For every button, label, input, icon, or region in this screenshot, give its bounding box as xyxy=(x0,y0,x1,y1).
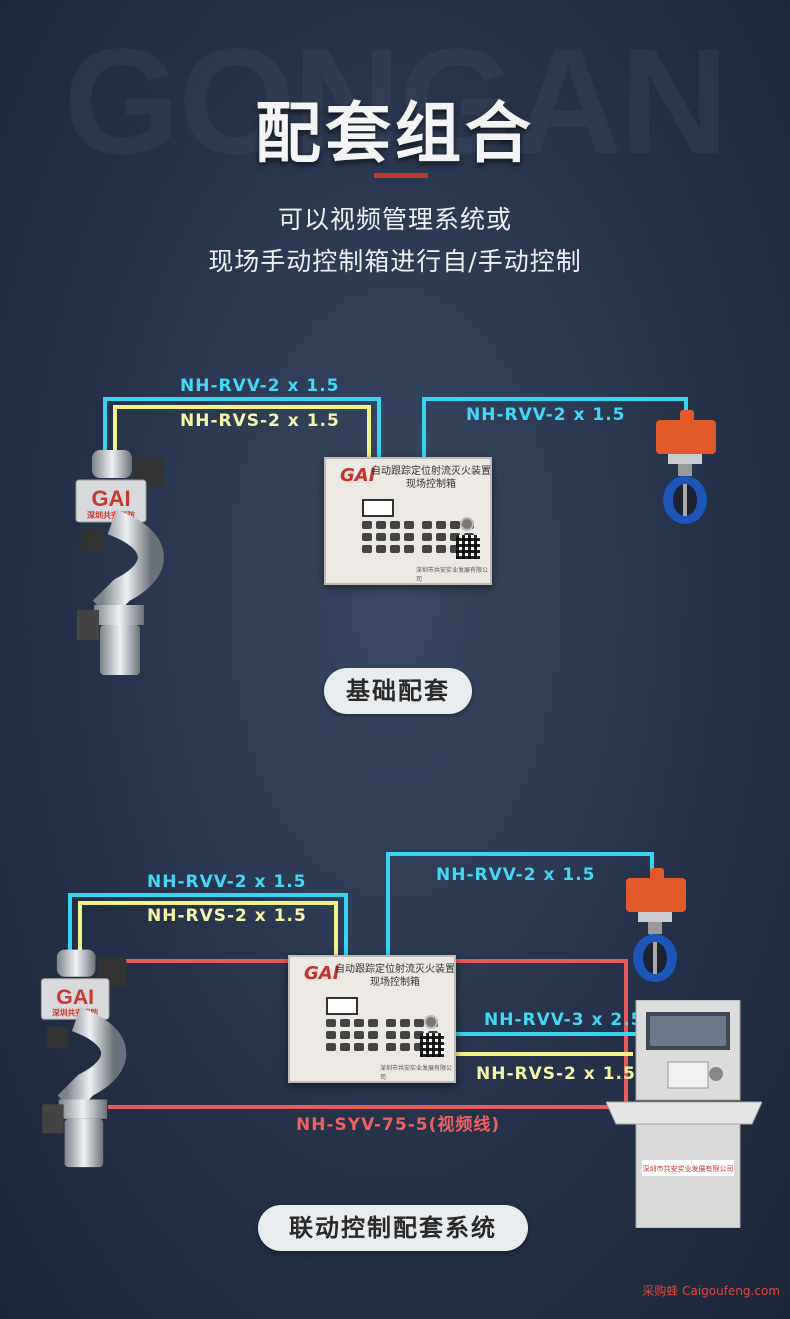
cabinet-company: 深圳市共安实业发展有限公司 xyxy=(643,1164,734,1173)
title-underline xyxy=(374,173,428,178)
caption-basic: 基础配套 xyxy=(324,668,472,714)
panel-keypad-left xyxy=(362,521,414,553)
panel-keypad-left xyxy=(326,1019,378,1051)
control-box-icon: GAI 自动跟踪定位射流灭火装置现场控制箱 深圳市共安实业发展有限公司 xyxy=(324,457,492,585)
label2-rvs: NH-RVS-2 x 1.5 xyxy=(147,906,307,926)
panel-company: 深圳市共安实业发展有限公司 xyxy=(380,1065,453,1081)
subtitle-line-1: 可以视频管理系统或 xyxy=(277,205,512,234)
wire2-rvv-cabinet xyxy=(455,1032,643,1036)
wire2-rvs xyxy=(78,901,338,959)
label2-video: NH-SYV-75-5(视频线) xyxy=(296,1115,501,1135)
label2-rvv-cabinet: NH-RVV-3 x 2.5 xyxy=(484,1010,644,1030)
water-cannon-icon: GAI 深圳共安消防 xyxy=(62,440,172,680)
butterfly-valve-icon xyxy=(620,868,692,984)
panel-logo: GAI xyxy=(304,963,340,984)
control-box-icon: GAI 自动跟踪定位射流灭火装置现场控制箱 深圳市共安实业发展有限公司 xyxy=(288,955,456,1083)
caption-linkage: 联动控制配套系统 xyxy=(258,1205,528,1251)
device-name: 深圳共安消防 xyxy=(52,1007,99,1017)
panel-screen xyxy=(326,997,358,1015)
label-rvv-valve: NH-RVV-2 x 1.5 xyxy=(466,405,626,425)
page-title: 配套组合 xyxy=(255,95,535,172)
panel-key-lock xyxy=(460,517,474,531)
source-credit: 采购蜂 Caigoufeng.com xyxy=(642,1284,780,1298)
label2-rvv-top: NH-RVV-2 x 1.5 xyxy=(147,872,307,892)
label-rvs: NH-RVS-2 x 1.5 xyxy=(180,411,340,431)
wire2-rvv-top xyxy=(68,893,348,959)
butterfly-valve-icon xyxy=(650,410,722,526)
label2-rvv-valve: NH-RVV-2 x 1.5 xyxy=(436,865,596,885)
wire2-rvs-cabinet xyxy=(455,1052,633,1056)
device-brand: GAI xyxy=(91,486,130,511)
device-name: 深圳共安消防 xyxy=(87,510,135,520)
panel-company: 深圳市共安实业发展有限公司 xyxy=(416,567,489,583)
panel-title: 自动跟踪定位射流灭火装置现场控制箱 xyxy=(335,964,455,988)
label2-rvs-cabinet: NH-RVS-2 x 1.5 xyxy=(476,1064,636,1084)
wire-rvv-top xyxy=(103,397,381,461)
panel-key-lock xyxy=(424,1015,438,1029)
water-cannon-icon: GAI 深圳共安消防 xyxy=(26,940,136,1172)
watermark: GONGAN xyxy=(0,26,790,176)
panel-logo: GAI xyxy=(340,465,376,486)
subtitle-line-2: 现场手动控制箱进行自/手动控制 xyxy=(208,247,582,276)
console-cabinet-icon: 深圳市共安实业发展有限公司 xyxy=(605,999,763,1229)
wire-rvs xyxy=(113,405,371,461)
panel-screen xyxy=(362,499,394,517)
panel-qr-code xyxy=(420,1033,444,1057)
panel-title: 自动跟踪定位射流灭火装置现场控制箱 xyxy=(371,466,491,490)
device-brand: GAI xyxy=(56,985,94,1009)
label-rvv-top: NH-RVV-2 x 1.5 xyxy=(180,376,340,396)
panel-qr-code xyxy=(456,535,480,559)
